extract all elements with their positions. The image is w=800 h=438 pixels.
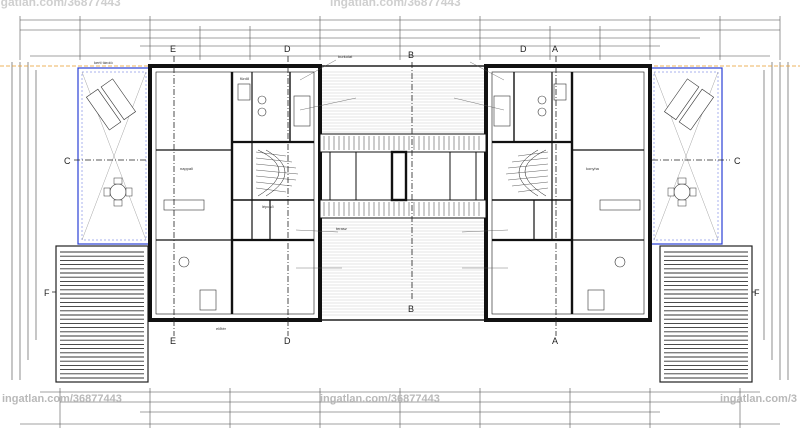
section-marker-e-top: E	[170, 44, 176, 54]
side-dimension-lines	[11, 62, 789, 380]
section-marker-b-top: B	[408, 50, 414, 60]
unit-right-walls	[484, 64, 652, 322]
section-marker-f-left: F	[44, 288, 50, 298]
room-note: lépcső	[262, 204, 274, 209]
unit-right-fixtures	[493, 83, 641, 311]
watermark-top-center: ingatlan.com/36877443	[330, 0, 461, 9]
central-courtyard	[319, 65, 487, 321]
section-marker-d-top-right: D	[520, 44, 527, 54]
annotation-leaders	[295, 59, 509, 269]
section-marker-c-right: C	[734, 156, 741, 166]
terrace-right	[649, 67, 723, 245]
room-note: burkolat	[338, 54, 353, 59]
garden-block-left	[55, 245, 149, 383]
unit-right-stair-treads	[505, 151, 549, 193]
section-marker-f-right: F	[754, 288, 760, 298]
section-marker-a-top: A	[552, 44, 558, 54]
room-annotations: kerti tároló burkolat terasz lépcső fürd…	[94, 54, 600, 331]
room-note: nappali	[180, 166, 193, 171]
room-note: konyha	[586, 166, 600, 171]
section-marker-d-bottom: D	[284, 336, 291, 346]
section-markers: E D B D A C C F F B E D A	[44, 44, 760, 346]
section-marker-b-bottom: B	[408, 304, 414, 314]
watermark-bottom-center: ingatlan.com/36877443	[320, 393, 440, 405]
room-note: fürdő	[240, 76, 250, 81]
bottom-dimension-lines	[20, 388, 780, 428]
unit-left-stair-treads	[255, 151, 299, 193]
garden-block-right	[659, 245, 753, 383]
watermark-bottom-left: ingatlan.com/36877443	[2, 393, 122, 405]
section-cut-lines	[52, 56, 756, 336]
section-marker-a-bottom: A	[552, 336, 558, 346]
unit-left-fixtures	[163, 83, 311, 311]
watermark-top-left: ingatlan.com/36877443	[0, 0, 121, 9]
section-marker-e-bottom: E	[170, 336, 176, 346]
section-marker-c-left: C	[64, 156, 71, 166]
terrace-left	[77, 67, 151, 245]
room-note: kerti tároló	[94, 60, 113, 65]
top-dimension-lines	[19, 16, 781, 60]
room-note: előtér	[216, 326, 227, 331]
watermark-bottom-right: ingatlan.com/3	[720, 393, 797, 405]
room-note: terasz	[336, 226, 347, 231]
section-marker-d-top: D	[284, 44, 291, 54]
